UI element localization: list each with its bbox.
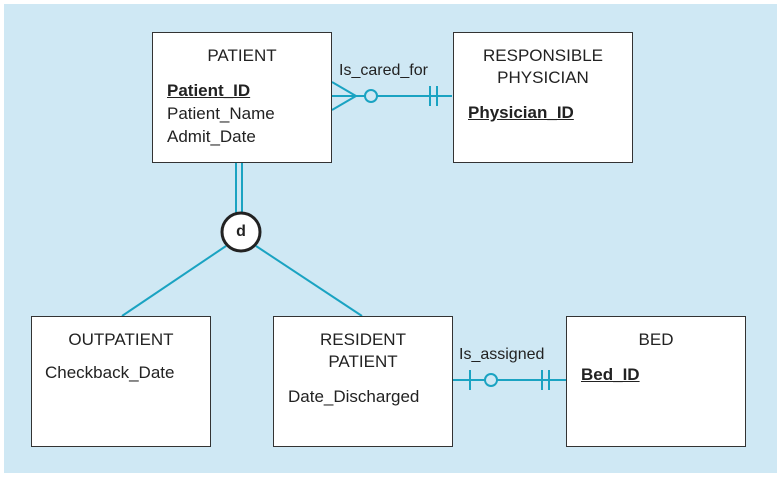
- cared-for-label: Is_cared_for: [339, 62, 428, 79]
- checkback-date-attr: Checkback_Date: [45, 363, 175, 382]
- patient-name-attr: Patient_Name: [167, 104, 275, 123]
- patient-id-attr: Patient_ID: [167, 81, 251, 100]
- disjoint-circle: [220, 211, 262, 253]
- optional-circle-assigned: [484, 373, 498, 387]
- physician-title-line1: RESPONSIBLE: [483, 46, 603, 65]
- resident-title-line1: RESIDENT: [320, 330, 406, 349]
- bed-entity[interactable]: BED Bed_ID: [566, 316, 746, 447]
- disjoint-label: d: [236, 223, 246, 240]
- connector-layer: [121, 81, 566, 390]
- crows-foot-bottom: [331, 95, 357, 111]
- resident-patient-entity[interactable]: RESIDENT PATIENT Date_Discharged: [273, 316, 453, 447]
- outpatient-entity[interactable]: OUTPATIENT Checkback_Date: [31, 316, 211, 447]
- admit-date-attr: Admit_Date: [167, 127, 256, 146]
- er-diagram-canvas: d PATIENT Patient_ID Patient_Name Admit_…: [4, 4, 777, 473]
- patient-entity[interactable]: PATIENT Patient_ID Patient_Name Admit_Da…: [152, 32, 332, 163]
- physician-title-line2: PHYSICIAN: [497, 68, 589, 87]
- crows-foot-top: [331, 81, 357, 97]
- date-discharged-attr: Date_Discharged: [288, 387, 420, 406]
- patient-title: PATIENT: [207, 46, 277, 65]
- optional-circle-cared: [364, 89, 378, 103]
- bed-title: BED: [638, 330, 674, 349]
- physician-entity[interactable]: RESPONSIBLE PHYSICIAN Physician_ID: [453, 32, 633, 163]
- resident-title-line2: PATIENT: [328, 352, 398, 371]
- assigned-label: Is_assigned: [459, 346, 545, 363]
- to-resident-line: [255, 245, 363, 317]
- physician-id-attr: Physician_ID: [468, 103, 574, 122]
- outpatient-title: OUTPATIENT: [68, 330, 174, 349]
- to-outpatient-line: [121, 245, 227, 317]
- bed-id-attr: Bed_ID: [581, 365, 640, 384]
